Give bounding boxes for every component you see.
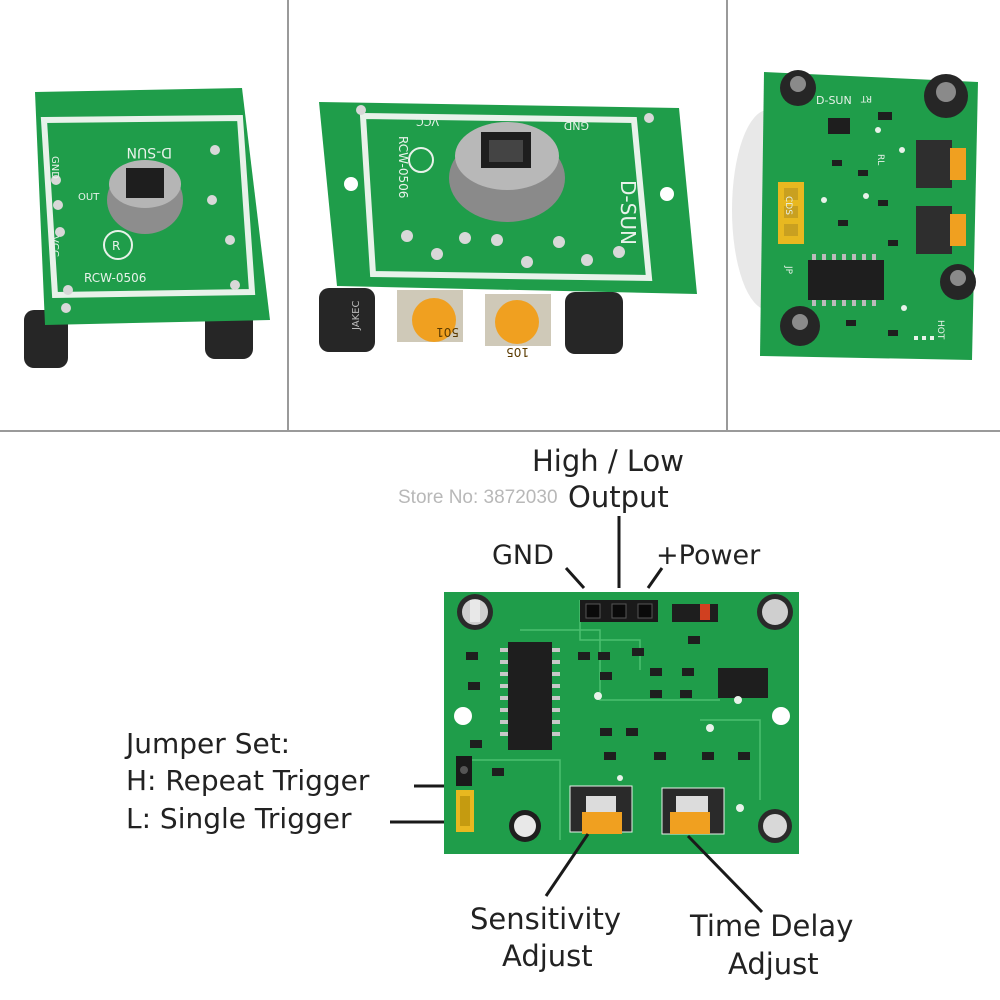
middle-cap-label: JAKEC: [351, 301, 362, 331]
right-silk-rl: RL: [875, 154, 885, 165]
right-silk-jp: JP: [783, 265, 793, 275]
left-chip-label: D-SUN: [127, 144, 172, 160]
middle-model-label: RCW-0506: [396, 136, 410, 198]
leader-sensitivity: [544, 833, 590, 897]
label-power: +Power: [656, 540, 761, 571]
label-repeat-trigger: H: Repeat Trigger: [126, 764, 370, 797]
leader-gnd: [564, 566, 586, 590]
middle-brand-label: D-SUN: [616, 180, 640, 245]
left-pin-gnd: GND: [49, 156, 60, 179]
right-silk-cds: CDS: [783, 196, 793, 215]
ic-pins: [500, 648, 560, 736]
divider-2: [726, 0, 728, 432]
time-delay-pot: [670, 812, 710, 834]
left-model-label: RCW-0506: [84, 271, 146, 285]
photo-right-board: D-SUN RT RL CDS JP HOT: [728, 0, 1000, 430]
right-silk-hot: HOT: [935, 320, 945, 340]
left-pin-out: OUT: [78, 192, 100, 203]
middle-pot-501: 501: [436, 325, 459, 339]
middle-pin-vcc: VCC: [416, 115, 439, 128]
label-gnd: GND: [492, 540, 554, 571]
smd-parts: [466, 636, 750, 776]
right-brand-label: D-SUN: [816, 94, 852, 107]
label-sensitivity: Sensitivity: [470, 902, 621, 936]
divider-horizontal: [0, 430, 1000, 432]
photo-left-board: R D-SUN RCW-0506 GND OUT VCC: [0, 0, 287, 430]
right-silk-rt: RT: [860, 93, 872, 103]
sensitivity-pot: [582, 812, 622, 834]
diagram-pcb: [444, 592, 799, 854]
sensor-ic: [718, 668, 768, 698]
label-single-trigger: L: Single Trigger: [126, 802, 352, 835]
leader-time-delay: [686, 834, 764, 914]
middle-pot-105: 105: [506, 345, 529, 359]
label-high-low: High / Low: [532, 444, 684, 478]
divider-1: [287, 0, 289, 432]
label-jumper-set: Jumper Set:: [126, 727, 291, 760]
leader-power: [646, 567, 664, 589]
left-pin-vcc: VCC: [49, 236, 60, 257]
label-time-delay-adjust: Adjust: [728, 947, 819, 981]
svg-text:R: R: [112, 239, 120, 253]
label-output: Output: [568, 480, 669, 514]
label-sensitivity-adjust: Adjust: [502, 939, 593, 973]
store-watermark: Store No: 3872030: [398, 487, 558, 508]
photo-middle-board: 105 501 JAKEC VCC GND RCW-0506 D-SUN: [289, 0, 726, 430]
label-time-delay: Time Delay: [690, 909, 854, 943]
middle-pin-gnd: GND: [564, 119, 589, 132]
